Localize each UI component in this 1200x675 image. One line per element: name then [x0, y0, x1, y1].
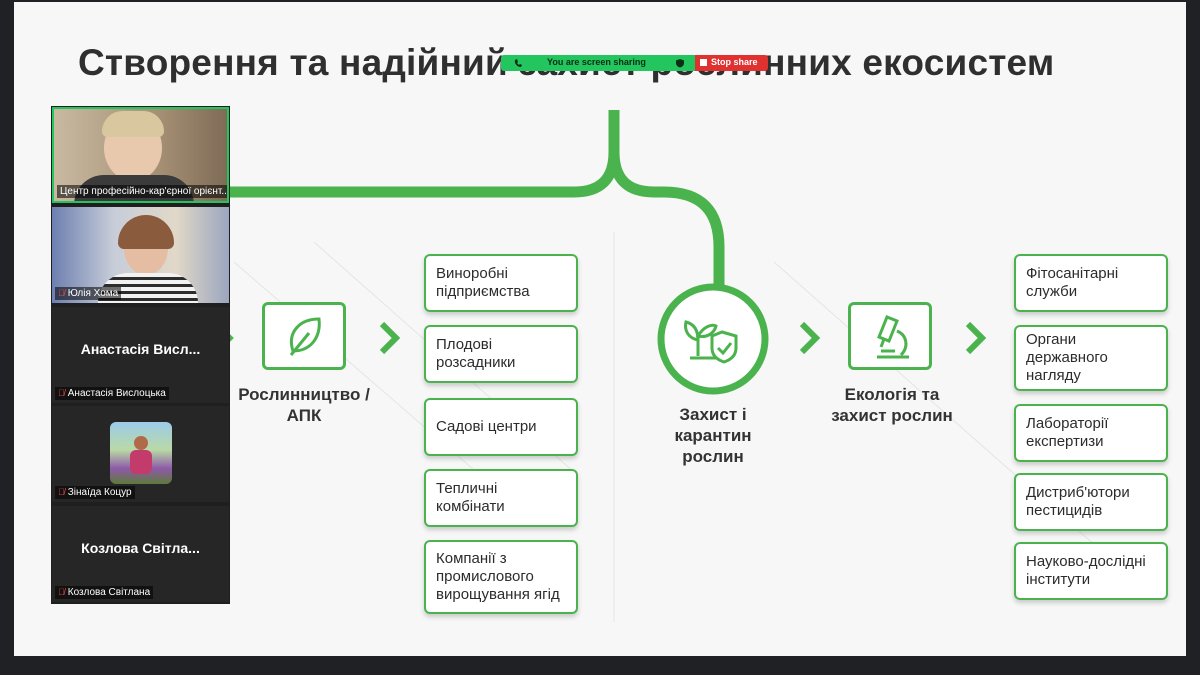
microscope-icon [877, 315, 909, 359]
mic-muted-icon: 🎙̸ [58, 487, 65, 497]
participant-hair [102, 111, 164, 137]
left-item-card: Садові центри [424, 398, 578, 456]
participant-name-tile[interactable]: Анастасія Висл... 🎙̸Анастасія Вислоцька [52, 307, 229, 403]
left-item-card: Тепличні комбінати [424, 469, 578, 527]
participant-name: 🎙̸Юлія Хома [55, 287, 122, 300]
participant-video-tile[interactable]: 🎙̸Юлія Хома [52, 207, 229, 303]
phone-icon [514, 59, 522, 67]
screen-sharing-status: You are screen sharing [547, 57, 646, 67]
participant-video-tile[interactable]: Центр професійно-кар'єрної орієнт... [52, 107, 229, 203]
shield-icon [676, 59, 684, 68]
participant-name: Центр професійно-кар'єрної орієнт... [57, 185, 227, 198]
connector-lines [224, 110, 1115, 622]
participant-name-tile[interactable]: Козлова Світла... 🎙̸Козлова Світлана [52, 506, 229, 602]
mic-muted-icon: 🎙̸ [58, 288, 65, 298]
participants-panel: Центр професійно-кар'єрної орієнт... 🎙̸Ю… [51, 106, 230, 604]
shield-sprout-icon [657, 283, 769, 395]
right-hub-label: Екологія та захист рослин [831, 385, 953, 425]
right-item-card: Фітосанітарні служби [1014, 254, 1168, 312]
participant-name: 🎙̸Анастасія Вислоцька [55, 387, 169, 400]
participant-name: 🎙̸Козлова Світлана [55, 586, 154, 599]
stop-share-button[interactable]: Stop share [695, 55, 768, 71]
right-item-card: Органи державного нагляду [1014, 325, 1168, 391]
stop-share-label: Stop share [711, 57, 758, 67]
microscope-icon-frame [848, 302, 932, 370]
leaf-icon [289, 317, 321, 356]
chevron-right-icon [799, 321, 821, 355]
leaf-icon-frame [262, 302, 346, 370]
chevron-right-icon [965, 321, 987, 355]
chevron-right-icon [379, 321, 401, 355]
left-item-card: Виноробні підприємства [424, 254, 578, 312]
center-hub-label: Захист і карантин рослин [674, 405, 752, 466]
right-item-card: Науково-дослідні інститути [1014, 542, 1168, 600]
left-item-card: Компанії з промислового вирощування ягід [424, 540, 578, 614]
participant-display-name: Козлова Світла... [81, 540, 200, 556]
participant-avatar-tile[interactable]: 🎙̸Зінаїда Коцур [52, 406, 229, 502]
right-item-card: Лабораторії експертизи [1014, 404, 1168, 462]
participant-display-name: Анастасія Висл... [80, 341, 201, 357]
mic-muted-icon: 🎙̸ [58, 388, 65, 398]
avatar [110, 422, 172, 484]
left-hub-label: Рослинництво / АПК [238, 385, 370, 425]
left-item-card: Плодові розсадники [424, 325, 578, 383]
screen-sharing-banner: You are screen sharing [501, 55, 695, 71]
mic-muted-icon: 🎙̸ [58, 587, 65, 597]
participant-name: 🎙̸Зінаїда Коцур [55, 486, 135, 499]
right-item-card: Дистриб'ютори пестицидів [1014, 473, 1168, 531]
stop-icon [700, 59, 707, 66]
